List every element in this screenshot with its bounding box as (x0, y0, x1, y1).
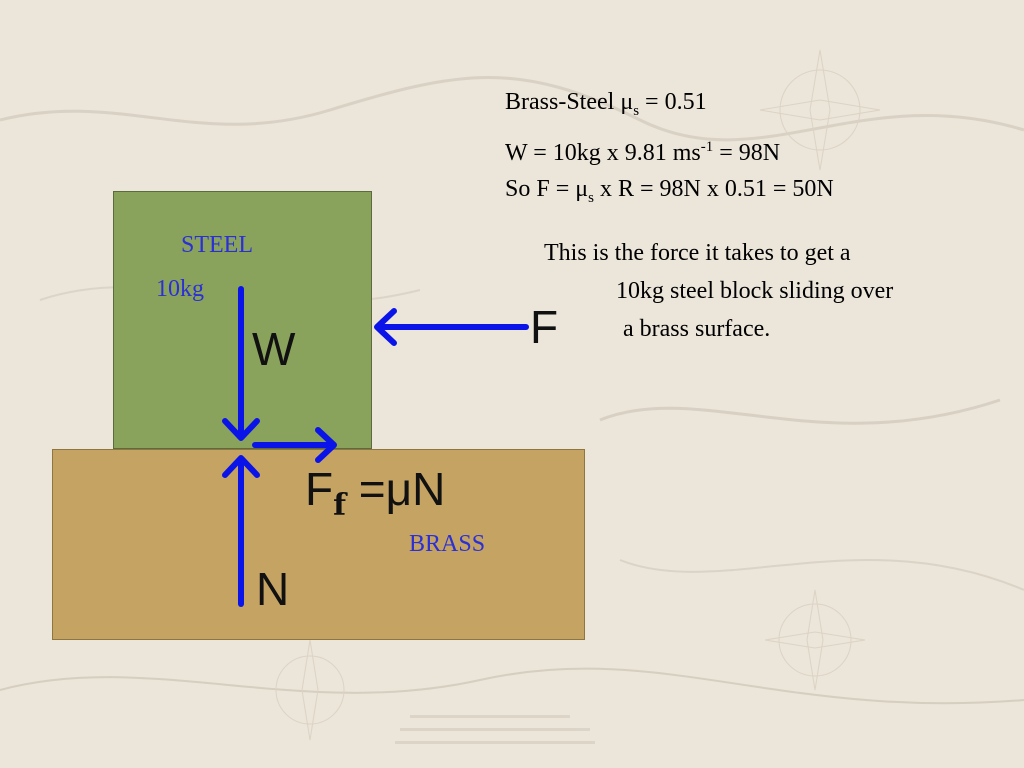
weight-label: W (252, 323, 296, 375)
explanation-line-1: This is the force it takes to get a (544, 240, 851, 266)
normal-label: N (256, 563, 290, 615)
steel-label: STEEL (181, 232, 253, 258)
friction-formula: =μN (346, 463, 446, 515)
calculation-text: Brass-Steel μs = 0.51 W = 10kg x 9.81 ms… (505, 84, 834, 216)
brass-label: BRASS (409, 531, 486, 557)
calc-line-weight: W = 10kg x 9.81 ms-1 = 98N (505, 138, 781, 166)
applied-force-arrow (374, 308, 529, 346)
calc-line-coefficient: Brass-Steel μs = 0.51 (505, 89, 707, 119)
friction-arrow (252, 427, 337, 463)
steel-mass-label: 10kg (156, 276, 204, 302)
weight-arrow (222, 286, 260, 441)
normal-arrow (222, 455, 260, 607)
friction-symbol: F (305, 463, 334, 515)
calc-line-force: So F = μs x R = 98N x 0.51 = 50N (505, 175, 834, 206)
friction-equation: Ff =μN (305, 462, 446, 523)
friction-subscript: f (333, 488, 347, 523)
applied-force-label: F (530, 301, 559, 353)
explanation-line-2: 10kg steel block sliding over (616, 278, 894, 304)
explanation-line-3: a brass surface. (623, 316, 771, 342)
brass-block (52, 449, 585, 640)
